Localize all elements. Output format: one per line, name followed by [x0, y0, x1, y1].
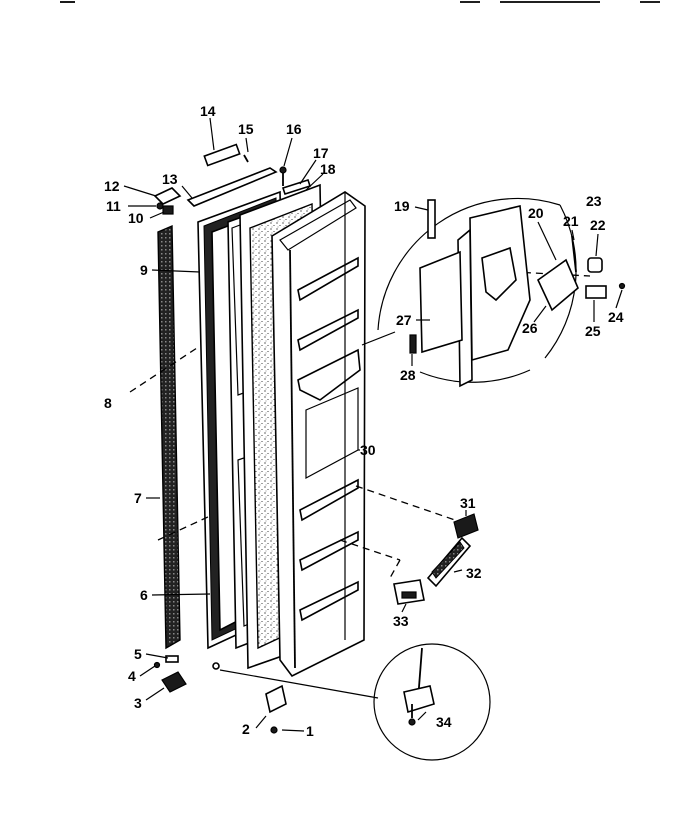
callout-26: 26 — [522, 320, 538, 336]
callout-34: 34 — [436, 714, 452, 730]
detail-circle-dispenser — [361, 197, 626, 388]
detail-circle-hinge — [219, 643, 491, 761]
callout-13: 13 — [162, 171, 178, 187]
ice-chute-parts — [393, 513, 479, 605]
callout-31: 31 — [460, 495, 476, 511]
top-hinge — [153, 187, 182, 215]
callout-labels: 1 2 3 4 5 6 7 8 9 10 11 12 13 14 15 16 1… — [104, 103, 624, 739]
callout-14: 14 — [200, 103, 216, 119]
callout-12: 12 — [104, 178, 120, 194]
leader-lines — [123, 117, 623, 732]
callout-2: 2 — [242, 721, 250, 737]
callout-10: 10 — [128, 210, 144, 226]
callout-20: 20 — [528, 205, 544, 221]
door-gasket — [157, 224, 181, 650]
callout-7: 7 — [134, 490, 142, 506]
callout-28: 28 — [400, 367, 416, 383]
callout-21: 21 — [563, 213, 579, 229]
callout-5: 5 — [134, 646, 142, 662]
callout-33: 33 — [393, 613, 409, 629]
callout-6: 6 — [140, 587, 148, 603]
callout-9: 9 — [140, 262, 148, 278]
callout-27: 27 — [396, 312, 412, 328]
door-shelf-liner — [271, 191, 366, 678]
callout-24: 24 — [608, 309, 624, 325]
callout-32: 32 — [466, 565, 482, 581]
bottom-hinge — [153, 655, 287, 734]
callout-11: 11 — [106, 198, 121, 214]
callout-15: 15 — [238, 121, 254, 137]
callout-16: 16 — [286, 121, 302, 137]
callout-23: 23 — [586, 193, 602, 209]
alignment-lines — [129, 269, 591, 579]
callout-25: 25 — [585, 323, 601, 339]
callout-3: 3 — [134, 695, 142, 711]
callout-8: 8 — [104, 395, 112, 411]
callout-19: 19 — [394, 198, 410, 214]
callout-1: 1 — [306, 723, 314, 739]
callout-17: 17 — [313, 145, 329, 161]
callout-4: 4 — [128, 668, 136, 684]
callout-22: 22 — [590, 217, 606, 233]
callout-18: 18 — [320, 161, 336, 177]
top-trim-parts — [186, 143, 312, 207]
callout-30: 30 — [360, 442, 376, 458]
